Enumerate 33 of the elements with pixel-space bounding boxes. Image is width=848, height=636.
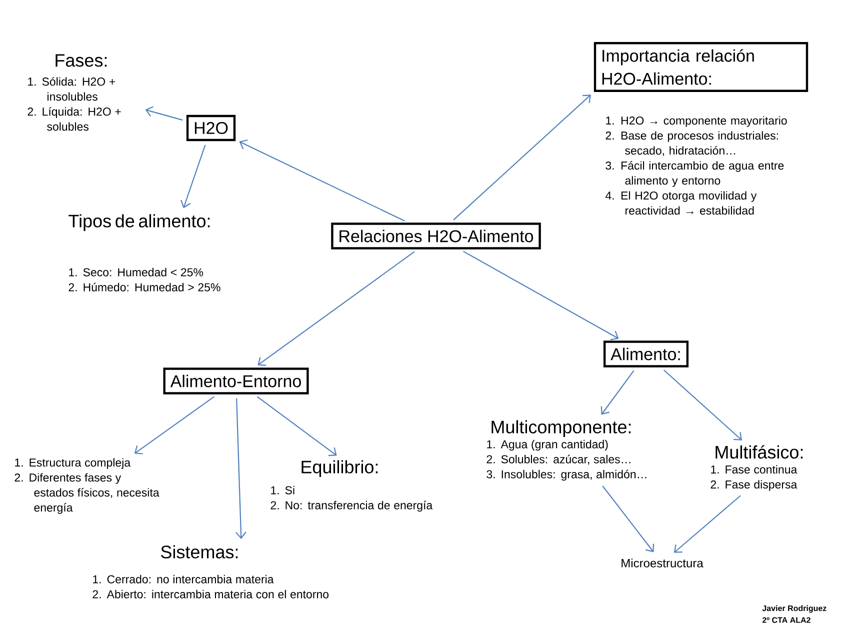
concept-text: Microestructura [622,558,704,568]
arrow [145,106,183,121]
concept-text: Sistemas: 1. Cerrado: no intercambia materia 2. Abierto: intercambia materia con el entorno [92,545,329,598]
author-note: 2º CTA ALA2 [762,617,810,623]
arrow [258,251,415,366]
arrow [602,486,654,552]
concept-box: Importancia relación H2O-Alimento: [594,42,808,92]
arrow [462,250,619,340]
arrow [134,396,214,454]
arrow [180,144,206,208]
concept-text: Multicomponente: 1. Agua (gran cantidad) 2. Solubles: azúcar, sales… 3. Insolubles: grasa, almidón… [486,420,646,481]
concept-box: Alimento-Entorno [163,368,309,394]
arrow [453,94,591,220]
node-label: 3. Fácil intercambio de agua entre alimento y entorno [606,161,784,187]
arrow [663,370,742,440]
list-text: 1. Estructura compleja 2. Diferentes fases y estados físicos, necesita energía [14,458,160,514]
arrow [600,370,634,415]
node-label: 2. Base de procesos industriales: secado, hidratación… [606,131,778,156]
concept-text: Tipos de alimento: 1. Seco: Humedad < 25% 2. Húmedo: Humedad > 25% [68,214,220,292]
node-label: 1. H2O → componente mayoritario [606,116,787,127]
concept-text: Multifásico: 1. Fase continua 2. Fase dispersa [710,445,803,491]
arrow [236,398,246,539]
concept-text: Equilibrio: 1. Si 2. No: transferencia de energía [270,460,433,512]
arrow [256,396,337,456]
concept-text: Fases: 1. Sólida: H2O + insolubles 2. Líquida: H2O + solubles [28,54,121,131]
author-note: Javier Rodriguez [762,605,826,613]
node-label: 4. El H2O otorga movilidad y reactividad → estabilidad [605,191,757,215]
list-text: 1. H2O → componente mayoritario 2. Base de procesos industriales: secado, hidratación… 3. Fácil intercambio de agua entre alimento y entorno 4. El H2O otorga movilidad y reactividad → estabilidad [605,116,787,215]
concept-box: Relaciones H2O-Alimento [331,222,541,250]
concept-box: H2O [186,114,236,142]
concept-box: Alimento: [603,340,689,368]
arrow [239,139,405,222]
arrow [674,495,741,553]
